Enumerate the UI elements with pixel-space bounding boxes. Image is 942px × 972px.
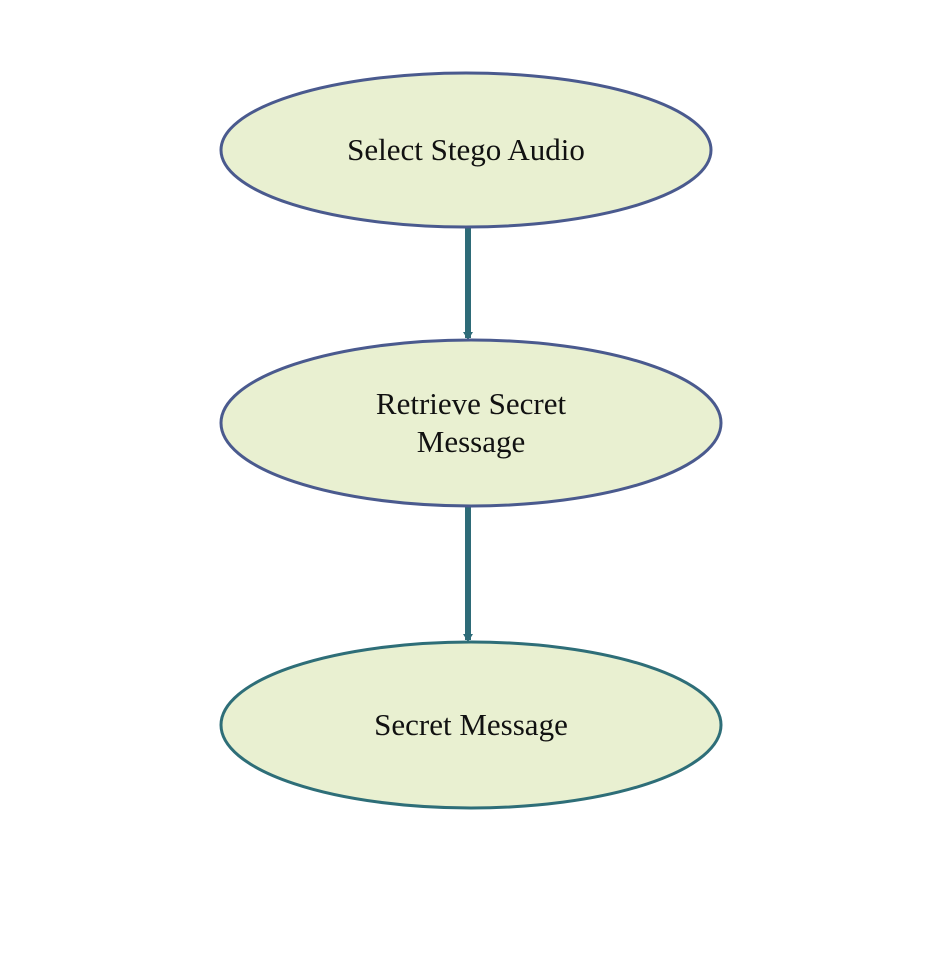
- node-secret-message: [219, 640, 723, 810]
- node-text: Select Stego Audio: [347, 132, 585, 167]
- node-label-select-stego-audio: Select Stego Audio: [220, 72, 712, 228]
- arrowhead-select-to-retrieve: [463, 332, 473, 340]
- arrowhead-retrieve-to-secret: [463, 634, 473, 642]
- node-select-stego-audio: [219, 71, 713, 229]
- node-label-secret-message: Secret Message: [220, 642, 722, 808]
- node-label-retrieve-secret-message: Retrieve Secret Message: [220, 340, 722, 506]
- node-retrieve-secret-message: [219, 338, 723, 508]
- node-text: Retrieve Secret Message: [375, 386, 567, 459]
- node-text: Secret Message: [374, 707, 568, 742]
